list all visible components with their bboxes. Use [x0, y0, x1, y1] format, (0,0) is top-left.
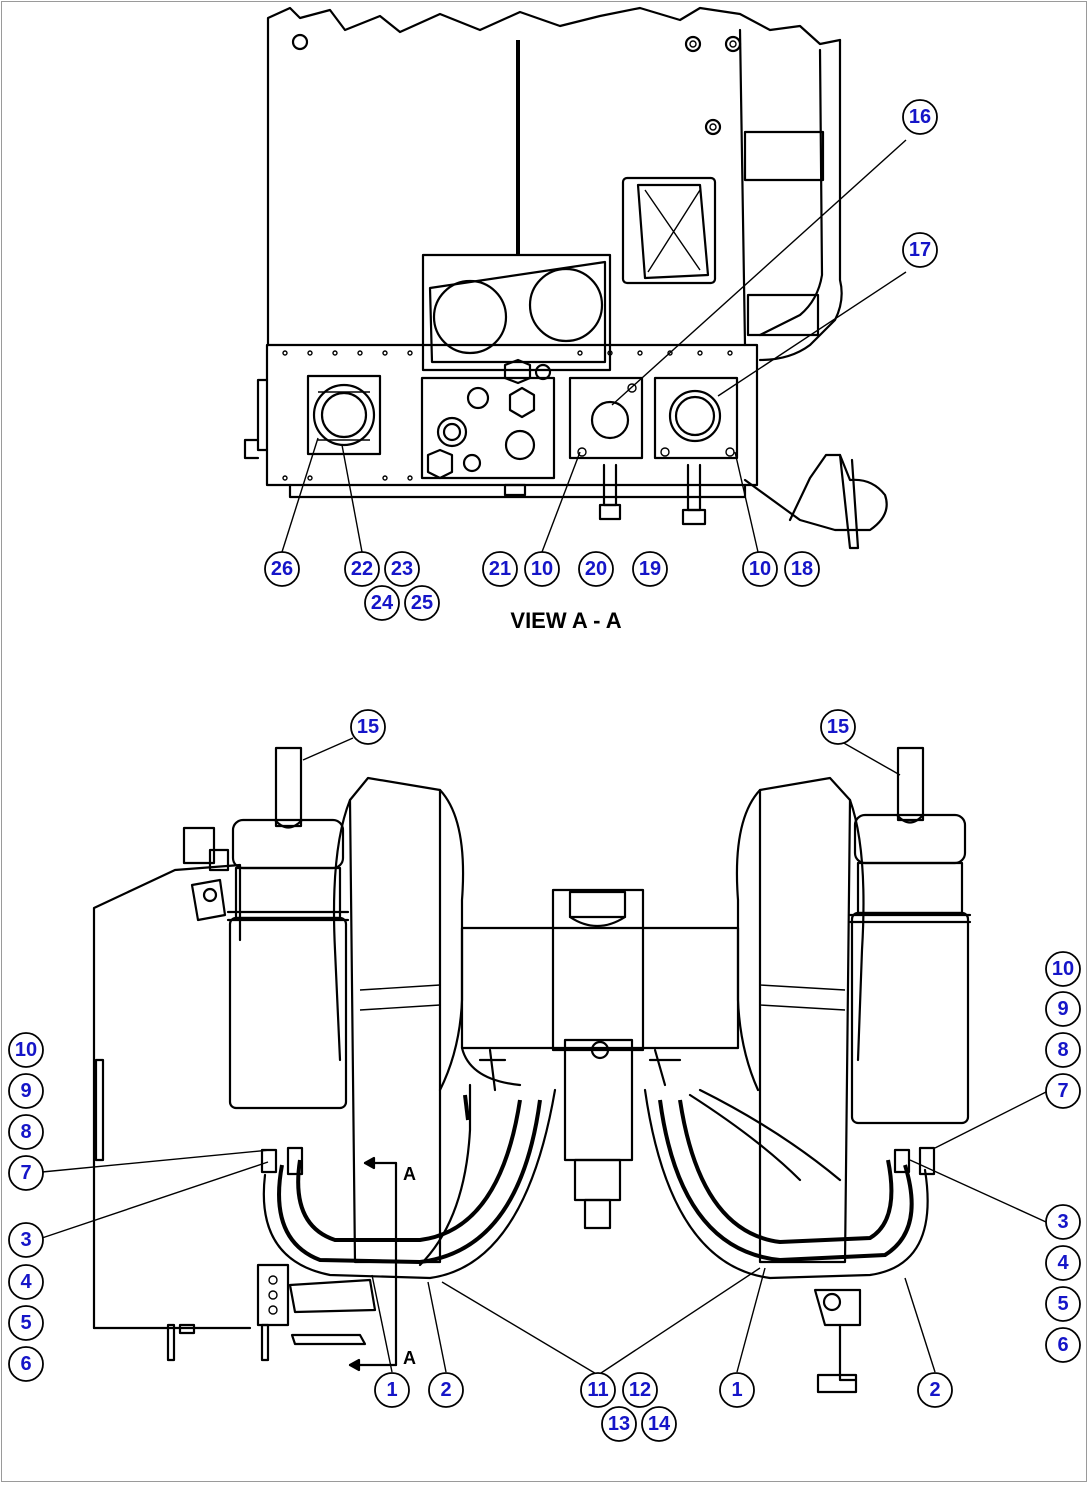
callout-bubble: 21	[482, 551, 518, 587]
callout-bubble: 7	[1045, 1073, 1081, 1109]
callout-number: 24	[371, 592, 394, 614]
callout-bubble: 3	[8, 1222, 44, 1258]
callout-bubble: 3	[1045, 1204, 1081, 1240]
callout-number: 10	[531, 558, 553, 580]
callout-bubble: 12	[622, 1372, 658, 1408]
callout-bubble: 8	[1045, 1032, 1081, 1068]
callout-number: 19	[639, 558, 661, 580]
callout-number: 3	[1057, 1211, 1068, 1233]
callout-number: 16	[909, 106, 931, 128]
callout-number: 13	[608, 1413, 630, 1435]
callout-bubble: 6	[8, 1346, 44, 1382]
callout-number: 22	[351, 558, 373, 580]
callout-number: 15	[357, 716, 379, 738]
callout-bubble: 6	[1045, 1327, 1081, 1363]
callout-number: 4	[1057, 1252, 1069, 1274]
section-letter-top: A	[403, 1164, 416, 1184]
callout-bubble: 5	[8, 1305, 44, 1341]
callout-number: 14	[648, 1413, 671, 1435]
callout-bubble: 4	[8, 1264, 44, 1300]
callout-number: 1	[731, 1379, 742, 1401]
callout-bubble: 9	[1045, 991, 1081, 1027]
callout-number: 6	[1057, 1334, 1068, 1356]
callout-bubble: 2	[917, 1372, 953, 1408]
callout-bubble: 7	[8, 1155, 44, 1191]
callout-bubble: 16	[902, 99, 938, 135]
assembly-leaders	[41, 737, 1047, 1376]
callout-number: 23	[391, 558, 413, 580]
callout-number: 7	[1057, 1080, 1068, 1102]
callout-bubble: 15	[350, 709, 386, 745]
callout-bubbles: 16 17 26 22 23 24 25 21 10 20 19 10 18 1…	[8, 99, 1081, 1442]
callout-number: 10	[749, 558, 771, 580]
callout-number: 10	[1052, 958, 1074, 980]
callout-number: 2	[440, 1379, 451, 1401]
callout-number: 9	[1057, 998, 1068, 1020]
callout-number: 18	[791, 558, 813, 580]
callout-bubble: 10	[742, 551, 778, 587]
callout-number: 8	[20, 1121, 31, 1143]
callout-number: 26	[271, 558, 293, 580]
callout-number: 5	[1057, 1293, 1068, 1315]
callout-number: 2	[929, 1379, 940, 1401]
callout-number: 17	[909, 239, 931, 261]
callout-bubble: 1	[719, 1372, 755, 1408]
callout-number: 11	[587, 1379, 608, 1401]
callout-bubble: 13	[601, 1406, 637, 1442]
callout-number: 8	[1057, 1039, 1068, 1061]
callout-bubble: 23	[384, 551, 420, 587]
callout-bubble: 26	[264, 551, 300, 587]
callout-bubble: 19	[632, 551, 668, 587]
callout-bubble: 9	[8, 1073, 44, 1109]
callout-number: 25	[411, 592, 433, 614]
callout-bubble: 10	[524, 551, 560, 587]
callout-number: 4	[20, 1271, 32, 1293]
callout-number: 6	[20, 1353, 31, 1375]
callout-number: 10	[15, 1039, 37, 1061]
callout-bubble: 15	[820, 709, 856, 745]
view-label: VIEW A - A	[510, 608, 621, 633]
callout-bubble: 11	[580, 1372, 616, 1408]
callout-number: 1	[386, 1379, 397, 1401]
callout-bubble: 2	[428, 1372, 464, 1408]
callout-bubble: 17	[902, 232, 938, 268]
callout-bubble: 1	[374, 1372, 410, 1408]
callout-number: 15	[827, 716, 849, 738]
callout-bubble: 24	[364, 585, 400, 621]
callout-bubble: 25	[404, 585, 440, 621]
view-a-a-drawing	[243, 6, 888, 550]
view-a-a-leaders	[281, 139, 907, 553]
callout-bubble: 10	[1045, 951, 1081, 987]
callout-number: 7	[20, 1162, 31, 1184]
callout-bubble: 22	[344, 551, 380, 587]
callout-number: 20	[585, 558, 607, 580]
callout-number: 21	[489, 558, 511, 580]
section-letter-bottom: A	[403, 1348, 416, 1368]
callout-bubble: 4	[1045, 1245, 1081, 1281]
callout-number: 3	[20, 1229, 31, 1251]
callout-number: 5	[20, 1312, 31, 1334]
callout-bubble: 10	[8, 1032, 44, 1068]
pump-assembly-drawing	[92, 746, 972, 1394]
callout-number: 9	[20, 1080, 31, 1102]
callout-number: 12	[629, 1379, 651, 1401]
callout-bubble: 8	[8, 1114, 44, 1150]
callout-bubble: 20	[578, 551, 614, 587]
callout-bubble: 5	[1045, 1286, 1081, 1322]
callout-bubble: 14	[641, 1406, 677, 1442]
callout-bubble: 18	[784, 551, 820, 587]
